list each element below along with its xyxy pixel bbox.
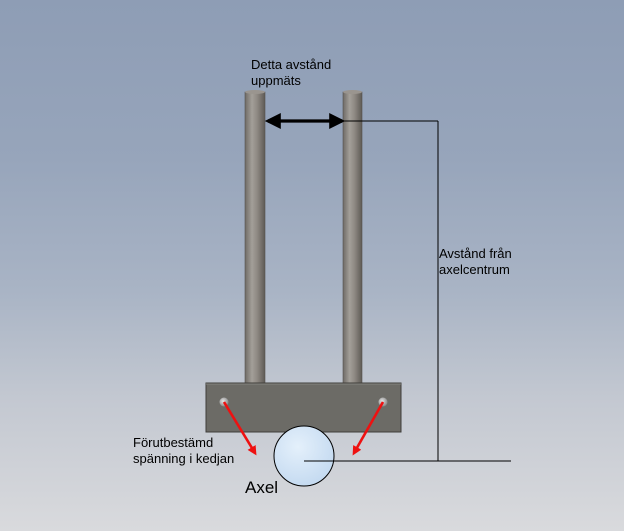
pretension-label-line2: spänning i kedjan	[133, 451, 235, 466]
axle-distance-label: Avstånd från axelcentrum	[439, 246, 512, 278]
axle-circle	[273, 425, 335, 487]
axle-distance-label-line1: Avstånd från	[439, 246, 512, 261]
axle-distance-label-line2: axelcentrum	[439, 262, 510, 277]
axle-label: Axel	[245, 478, 279, 497]
right-tension-arrow	[352, 401, 385, 456]
right-rod-top	[343, 90, 362, 94]
distance-measured-label: Detta avstånd uppmäts	[251, 57, 331, 89]
base-block	[205, 382, 402, 433]
distance-measured-label-line1: Detta avstånd	[251, 57, 332, 72]
left-rod	[244, 91, 266, 393]
left-tension-arrow	[222, 401, 257, 456]
pretension-label: Förutbestämd spänning i kedjan	[133, 435, 234, 467]
right-rod	[342, 91, 363, 393]
left-rod-top	[245, 90, 265, 94]
pretension-label-line1: Förutbestämd	[133, 435, 214, 450]
distance-measured-label-line2: uppmäts	[251, 73, 301, 88]
